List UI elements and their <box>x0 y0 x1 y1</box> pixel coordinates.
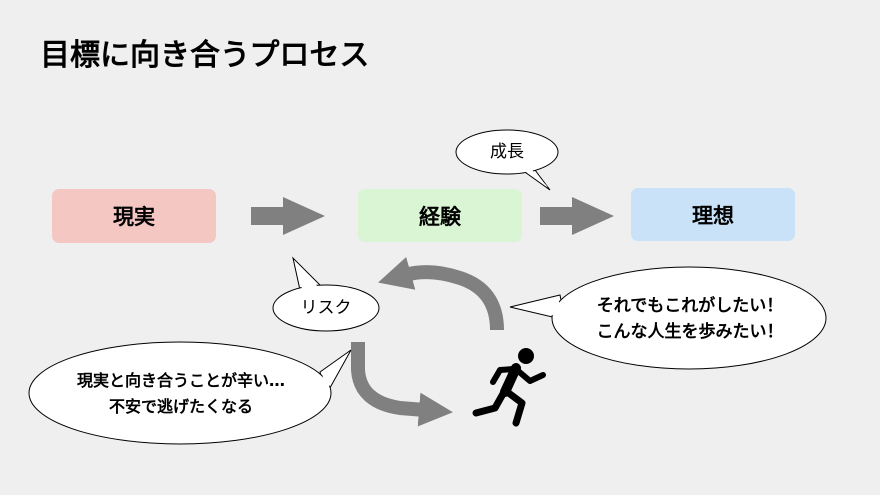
stage-ideal-label: 理想 <box>692 203 734 228</box>
desire-bubble-line2: こんな人生を歩みたい！ <box>596 322 784 342</box>
anxiety-bubble-text: 現実と向き合うことが辛い… 不安で逃げたくなる <box>33 368 329 420</box>
arrow-experience-to-ideal <box>540 197 614 235</box>
growth-bubble <box>455 129 559 191</box>
risk-bubble-text: リスク <box>300 298 352 318</box>
anxiety-bubble-line1: 現実と向き合うことが辛い… <box>76 371 285 390</box>
stage-reality-label: 現実 <box>113 205 155 229</box>
stage-reality: 現実 <box>52 189 216 243</box>
arrow-reality-to-experience <box>251 197 325 235</box>
anxiety-bubble <box>28 341 352 445</box>
desire-bubble <box>509 266 827 370</box>
stage-experience: 経験 <box>358 189 522 242</box>
arrow-runner-to-experience <box>378 257 504 331</box>
running-person-icon <box>472 348 546 427</box>
risk-bubble <box>272 256 380 332</box>
anxiety-bubble-line2: 不安で逃げたくなる <box>108 397 253 416</box>
arrow-risk-to-runner <box>351 342 453 427</box>
page-title: 目標に向き合うプロセス <box>40 38 370 73</box>
desire-bubble-line1: それでもこれがしたい！ <box>596 296 784 316</box>
stage-ideal: 理想 <box>631 188 795 241</box>
stage-experience-label: 経験 <box>419 204 461 229</box>
growth-bubble-text: 成長 <box>490 142 524 162</box>
desire-bubble-text: それでもこれがしたい！ こんな人生を歩みたい！ <box>555 293 825 345</box>
